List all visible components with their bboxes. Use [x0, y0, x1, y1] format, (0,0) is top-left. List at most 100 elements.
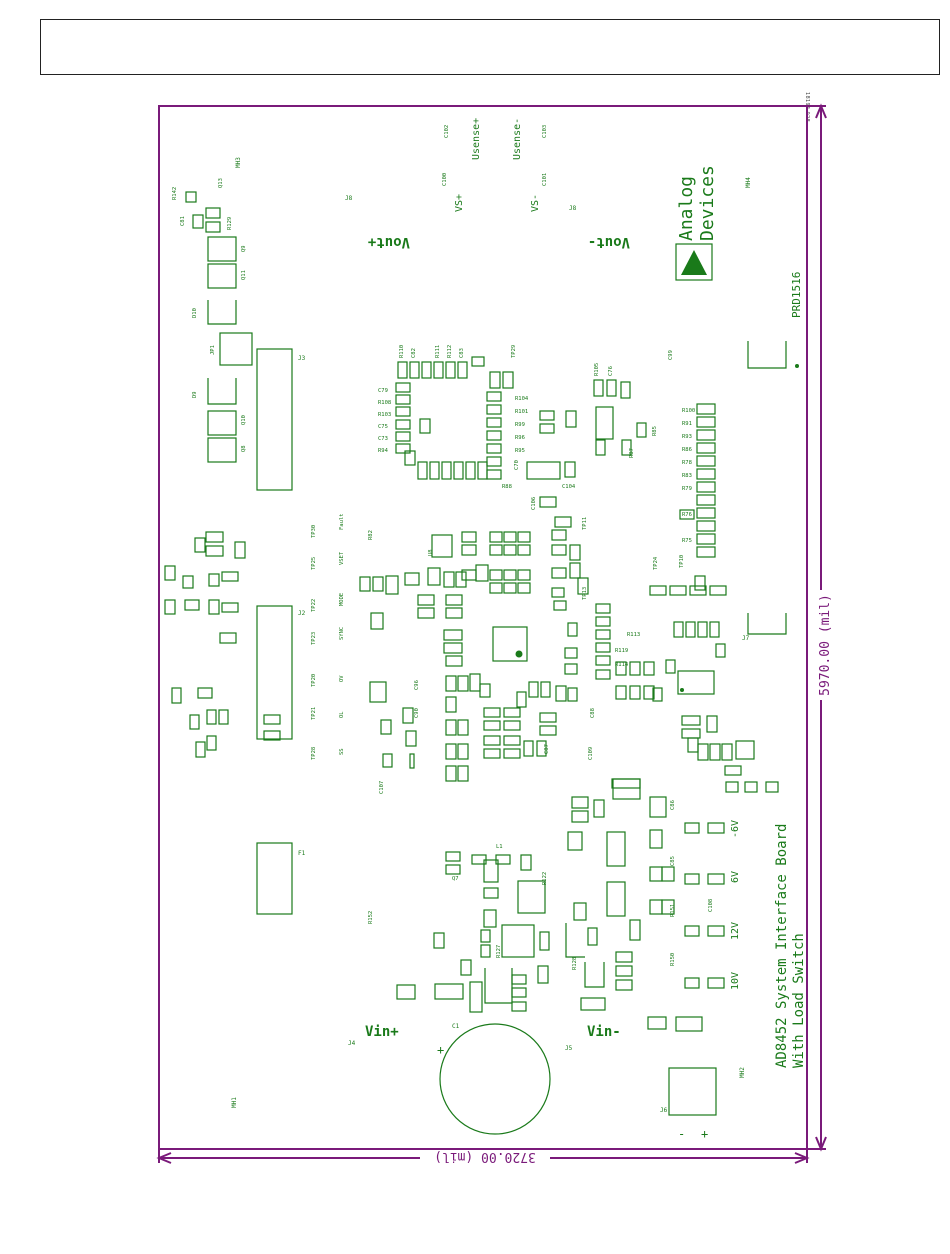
svg-text:OV: OV	[339, 675, 345, 682]
svg-text:R113: R113	[627, 632, 640, 638]
svg-text:J5: J5	[565, 1045, 573, 1052]
svg-text:C96: C96	[414, 680, 420, 690]
svg-text:R75: R75	[682, 538, 692, 544]
svg-text:TP13: TP13	[582, 587, 588, 600]
svg-text:R105: R105	[594, 363, 600, 376]
svg-text:C87: C87	[544, 744, 550, 754]
inductor-l1	[501, 924, 535, 958]
svg-text:R150: R150	[670, 953, 676, 966]
svg-text:TP22: TP22	[311, 599, 317, 612]
svg-text:J6: J6	[660, 1107, 668, 1114]
svg-text:OL: OL	[339, 711, 345, 718]
ic-u3	[595, 406, 614, 440]
svg-text:C88: C88	[590, 708, 596, 718]
svg-text:R111: R111	[435, 345, 441, 358]
svg-text:TP20: TP20	[311, 674, 317, 687]
svg-text:SYNC: SYNC	[339, 627, 345, 640]
left-lower-cluster	[164, 531, 281, 758]
svg-text:R152: R152	[368, 911, 374, 924]
svg-text:R128: R128	[572, 957, 578, 970]
svg-text:C108: C108	[708, 899, 714, 912]
svg-text:R101: R101	[515, 409, 528, 415]
mh3-label: MH3	[235, 157, 242, 168]
label-10v: 10V	[730, 972, 741, 990]
label-12v: 12V	[730, 922, 741, 940]
svg-text:R119: R119	[615, 648, 628, 654]
passive-components	[185, 191, 727, 702]
power-jack-j6	[668, 1067, 717, 1116]
svg-text:R79: R79	[682, 486, 692, 492]
label-vs-minus: VS-	[530, 194, 541, 212]
svg-text:R114: R114	[615, 662, 629, 668]
svg-text:C70: C70	[514, 460, 520, 470]
svg-text:C81: C81	[180, 216, 186, 226]
ic-u9	[526, 461, 561, 480]
svg-text:R82: R82	[368, 530, 374, 540]
svg-text:Fault: Fault	[339, 513, 345, 530]
label-usense-minus: Usense-	[512, 118, 523, 160]
logo-text-devices: Devices	[697, 165, 718, 241]
svg-text:VSET: VSET	[339, 551, 345, 565]
svg-text:R110: R110	[399, 345, 405, 358]
svg-text:Q13: Q13	[218, 178, 224, 188]
svg-text:C79: C79	[378, 388, 388, 394]
svg-text:TP11: TP11	[582, 517, 588, 530]
svg-text:R122: R122	[542, 872, 548, 885]
jack-plus: +	[701, 1127, 708, 1141]
svg-text:J2: J2	[298, 610, 306, 617]
svg-text:R78: R78	[682, 460, 692, 466]
svg-text:J8: J8	[569, 205, 577, 212]
width-dimension-label: 3720.00 (mil)	[434, 1149, 536, 1164]
svg-text:Q7: Q7	[452, 876, 459, 882]
mh1-label: MH1	[231, 1097, 238, 1108]
svg-text:R88: R88	[502, 484, 512, 490]
part-number: PRD1516	[790, 272, 803, 318]
ic-u8	[431, 534, 453, 558]
svg-text:J4: J4	[348, 1040, 356, 1047]
svg-text:C90: C90	[414, 708, 420, 718]
output-diodes	[684, 765, 779, 989]
svg-text:C102: C102	[444, 125, 450, 138]
svg-text:L1: L1	[496, 844, 503, 850]
diode-d5	[483, 859, 499, 883]
ic-j5	[735, 740, 755, 760]
left-power-devices	[207, 236, 253, 463]
svg-text:C104: C104	[562, 484, 576, 490]
ic-u4	[612, 778, 641, 800]
svg-text:R93: R93	[682, 434, 692, 440]
mh2-label: MH2	[739, 1067, 746, 1078]
svg-text:R76: R76	[682, 512, 692, 518]
svg-text:C109: C109	[588, 747, 594, 760]
svg-text:F1: F1	[298, 850, 306, 857]
ic-q1	[606, 881, 626, 917]
svg-text:R104: R104	[515, 396, 529, 402]
svg-text:R129: R129	[227, 217, 233, 230]
svg-text:Q8: Q8	[241, 445, 247, 452]
svg-text:TP28: TP28	[311, 747, 317, 760]
svg-text:MODE: MODE	[339, 593, 345, 606]
svg-text:C75: C75	[378, 424, 388, 430]
label-vout-minus: Vout-	[588, 234, 630, 250]
svg-text:C82: C82	[411, 348, 417, 358]
board-title-line2: With Load Switch	[791, 933, 807, 1068]
header-frame	[40, 19, 940, 75]
label-vs-plus: VS+	[454, 194, 465, 212]
svg-text:C106: C106	[531, 497, 537, 510]
svg-text:D10: D10	[192, 308, 198, 318]
svg-text:TP25: TP25	[311, 557, 317, 570]
svg-text:R91: R91	[682, 421, 692, 427]
svg-text:C83: C83	[459, 348, 465, 358]
svg-text:C101: C101	[542, 173, 548, 186]
svg-text:D9: D9	[192, 391, 198, 398]
ic-q3	[517, 880, 546, 914]
mh4-label: MH4	[745, 177, 752, 188]
connector-j3	[256, 348, 293, 491]
svg-text:R95: R95	[515, 448, 525, 454]
label-usense-plus: Usense+	[471, 118, 482, 160]
svg-text:C85: C85	[670, 856, 676, 866]
svg-text:R85: R85	[652, 426, 658, 436]
label-6v: 6V	[730, 871, 741, 883]
svg-text:C103: C103	[542, 125, 548, 138]
svg-text:R151: R151	[670, 904, 676, 917]
